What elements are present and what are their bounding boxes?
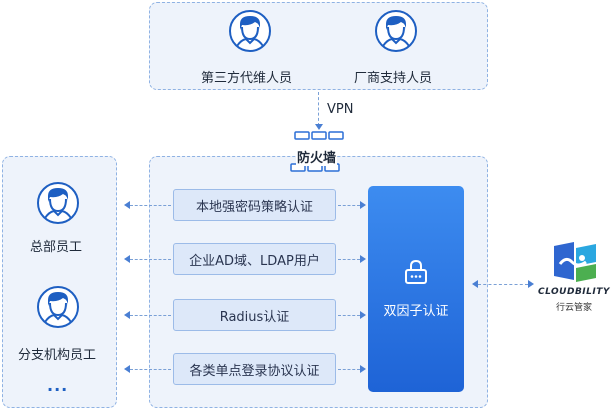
connector-line bbox=[338, 315, 360, 316]
internal-user-label: 分支机构员工 bbox=[18, 348, 97, 363]
vpn-label: VPN bbox=[327, 102, 354, 117]
auth-method-box: Radius认证 bbox=[173, 299, 336, 331]
arrow-right-icon bbox=[360, 201, 366, 209]
arrow-left-icon bbox=[472, 280, 478, 288]
person-icon bbox=[229, 10, 271, 52]
connector-line bbox=[130, 205, 171, 206]
brand-subtitle: 行云管家 bbox=[556, 303, 593, 313]
vpn-arrow-icon bbox=[315, 124, 323, 130]
internal-users-panel: 总部员工 分支机构员工 ... bbox=[2, 156, 117, 408]
auth-method-box: 各类单点登录协议认证 bbox=[173, 353, 336, 385]
arrow-right-icon bbox=[360, 365, 366, 373]
arrow-right-icon bbox=[360, 311, 366, 319]
connector-line bbox=[338, 205, 360, 206]
connector-line bbox=[338, 369, 360, 370]
vpn-connector-line bbox=[318, 92, 319, 126]
arrow-left-icon bbox=[124, 201, 130, 209]
arrow-right-icon bbox=[528, 280, 534, 288]
person-icon bbox=[375, 10, 417, 52]
external-users-panel: 第三方代维人员 厂商支持人员 bbox=[149, 2, 488, 90]
connector-line bbox=[478, 284, 528, 285]
auth-method-box: 本地强密码策略认证 bbox=[173, 189, 336, 221]
more-indicator: ... bbox=[47, 376, 69, 395]
lock-icon bbox=[405, 259, 427, 284]
firewall-label: 防火墙 bbox=[296, 147, 338, 166]
arrow-left-icon bbox=[124, 365, 130, 373]
cloudbility-logo-icon bbox=[554, 242, 596, 282]
brand-name: CLOUDBILITY bbox=[538, 287, 610, 297]
arrow-left-icon bbox=[124, 255, 130, 263]
connector-line bbox=[130, 315, 171, 316]
two-factor-label: 双因子认证 bbox=[383, 304, 449, 319]
connector-line bbox=[130, 259, 171, 260]
external-user-label: 第三方代维人员 bbox=[201, 71, 293, 86]
connector-line bbox=[130, 369, 171, 370]
arrow-left-icon bbox=[124, 311, 130, 319]
arrow-right-icon bbox=[360, 255, 366, 263]
person-icon bbox=[37, 182, 79, 224]
person-icon bbox=[37, 286, 79, 328]
external-user-label: 厂商支持人员 bbox=[354, 71, 433, 86]
auth-method-box: 企业AD域、LDAP用户 bbox=[173, 243, 336, 275]
connector-line bbox=[338, 259, 360, 260]
two-factor-auth-box: 双因子认证 bbox=[368, 186, 464, 392]
internal-user-label: 总部员工 bbox=[30, 240, 83, 255]
